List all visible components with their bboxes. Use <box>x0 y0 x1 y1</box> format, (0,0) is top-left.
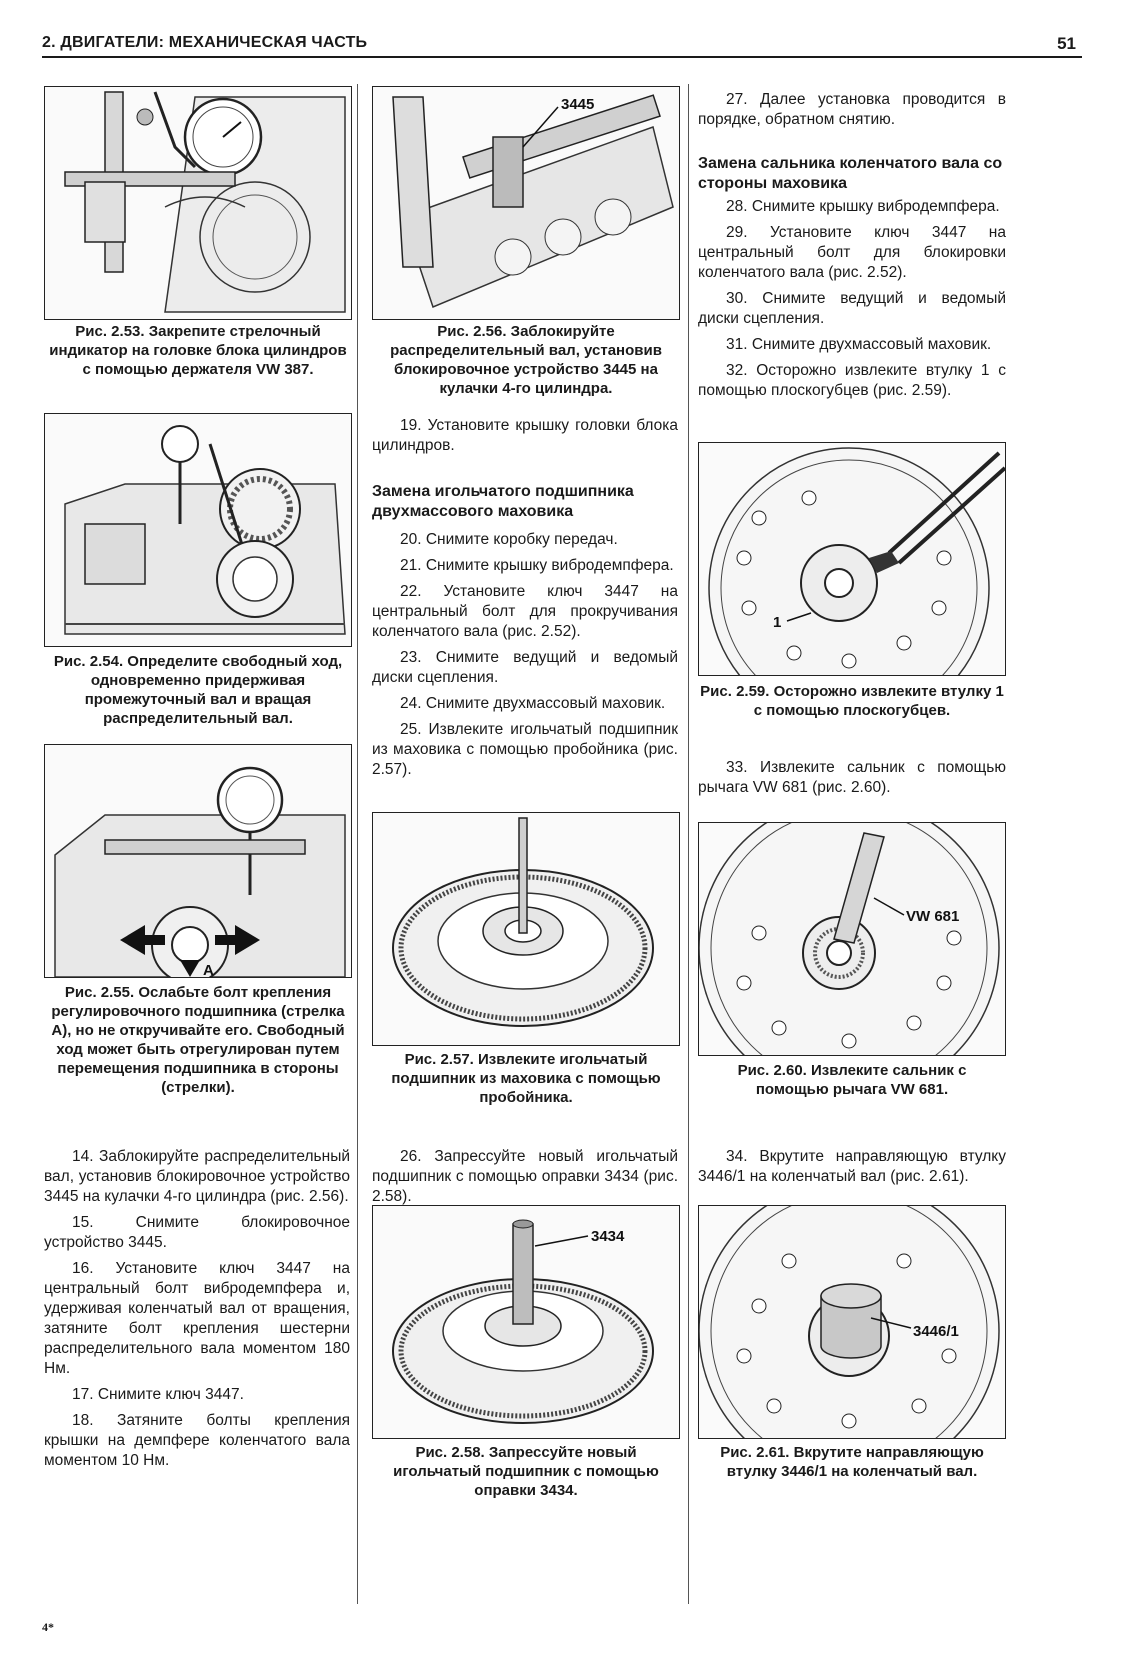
flywheel-press-illustration: 3434 <box>373 1206 679 1438</box>
figure-2-57 <box>372 812 680 1046</box>
step-30: 30. Снимите ведущий и ведомый диски сцеп… <box>698 290 1006 327</box>
camshaft-lock-illustration: 3445 <box>373 87 679 319</box>
signature-mark: 4* <box>42 1620 54 1634</box>
step-18: 18. Затяните болты крепления крышки на д… <box>44 1412 350 1469</box>
col2-text-bottom: 26. Запрессуйте новый игольчатый подшипн… <box>372 1147 678 1213</box>
step-14: 14. Заблокируйте распределительный вал, … <box>44 1148 350 1205</box>
figure-2-54 <box>44 413 352 647</box>
figure-2-55: A <box>44 744 352 978</box>
caption-2-53: Рис. 2.53. Закрепите стрелочный индикато… <box>49 323 347 378</box>
step-21: 21. Снимите крышку вибродемпфера. <box>400 557 674 574</box>
tool-3445-label: 3445 <box>561 96 594 113</box>
col2-text-mid: 20. Снимите коробку передач. 21. Снимите… <box>372 530 678 786</box>
figure-2-58: 3434 <box>372 1205 680 1439</box>
step-27: 27. Далее установка проводится в порядке… <box>698 91 1006 128</box>
col2-text-top: 19. Установите крышку головки блока цили… <box>372 416 678 462</box>
figure-2-53 <box>44 86 352 320</box>
tool-vw681-label: VW 681 <box>906 908 959 925</box>
bearing-adjust-illustration: A <box>45 745 351 977</box>
step-24: 24. Снимите двухмассовый маховик. <box>400 695 666 712</box>
flywheel-bushing-illustration: 1 <box>699 443 1005 675</box>
caption-2-59: Рис. 2.59. Осторожно извлеките втулку 1 … <box>700 683 1004 719</box>
step-28: 28. Снимите крышку вибродемпфера. <box>726 198 1000 215</box>
step-16: 16. Установите ключ 3447 на центральный … <box>44 1260 350 1377</box>
column-divider-2 <box>688 84 689 1604</box>
step-15: 15. Снимите блокировочное устройство 344… <box>44 1214 350 1251</box>
flywheel-punch-illustration <box>373 813 679 1045</box>
step-25: 25. Извлеките игольчатый подшипник из ма… <box>372 721 678 778</box>
step-34: 34. Вкрутите направляющую втулку 3446/1 … <box>698 1148 1006 1185</box>
figure-2-61: 3446/1 <box>698 1205 1006 1439</box>
caption-2-56: Рис. 2.56. Заблокируйте распределительны… <box>390 323 662 397</box>
part-1-label: 1 <box>773 614 781 631</box>
col3-text-mid: 28. Снимите крышку вибродемпфера. 29. Ус… <box>698 197 1006 407</box>
caption-2-57: Рис. 2.57. Извлеките игольчатый подшипни… <box>391 1051 661 1106</box>
step-17: 17. Снимите ключ 3447. <box>72 1386 244 1403</box>
figure-2-59: 1 <box>698 442 1006 676</box>
col1-text: 14. Заблокируйте распределительный вал, … <box>44 1147 350 1477</box>
figure-2-60: VW 681 <box>698 822 1006 1056</box>
guide-bushing-illustration: 3446/1 <box>699 1206 1005 1438</box>
step-33: 33. Извлеките сальник с помощью рычага V… <box>698 759 1006 796</box>
step-19: 19. Установите крышку головки блока цили… <box>372 417 678 454</box>
step-32: 32. Осторожно извлеките втулку 1 с помощ… <box>698 362 1006 399</box>
col3-text-bottom: 34. Вкрутите направляющую втулку 3446/1 … <box>698 1147 1006 1193</box>
col3-text-top: 27. Далее установка проводится в порядке… <box>698 90 1006 136</box>
page-header: 2. ДВИГАТЕЛИ: МЕХАНИЧЕСКАЯ ЧАСТЬ 51 <box>42 32 1082 58</box>
step-22: 22. Установите ключ 3447 на центральный … <box>372 583 678 640</box>
page-number: 51 <box>1057 34 1076 53</box>
section-heading-oil-seal: Замена сальника коленчатого вала со стор… <box>698 155 1003 192</box>
caption-2-55: Рис. 2.55. Ослабьте болт крепления регул… <box>51 984 345 1096</box>
engine-freeplay-illustration <box>45 414 351 646</box>
step-23: 23. Снимите ведущий и ведомый диски сцеп… <box>372 649 678 686</box>
caption-2-58: Рис. 2.58. Запрессуйте новый игольчатый … <box>393 1444 659 1499</box>
caption-2-60: Рис. 2.60. Извлеките сальник с помощью р… <box>737 1062 967 1098</box>
seal-lever-illustration: VW 681 <box>699 823 1005 1055</box>
step-20: 20. Снимите коробку передач. <box>400 531 618 548</box>
section-heading-needle-bearing: Замена игольчатого подшипника двухмассов… <box>372 483 634 520</box>
figure-2-56: 3445 <box>372 86 680 320</box>
column-divider-1 <box>357 84 358 1604</box>
arrow-a-label: A <box>203 962 214 977</box>
caption-2-61: Рис. 2.61. Вкрутите направляющую втулку … <box>720 1444 984 1480</box>
step-26: 26. Запрессуйте новый игольчатый подшипн… <box>372 1148 678 1205</box>
tool-3446-label: 3446/1 <box>913 1323 959 1340</box>
caption-2-54: Рис. 2.54. Определите свободный ход, одн… <box>53 653 343 727</box>
col3-text-lower: 33. Извлеките сальник с помощью рычага V… <box>698 758 1006 804</box>
tool-3434-label: 3434 <box>591 1228 625 1245</box>
step-31: 31. Снимите двухмассовый маховик. <box>726 336 992 353</box>
step-29: 29. Установите ключ 3447 на центральный … <box>698 224 1006 281</box>
chapter-title: 2. ДВИГАТЕЛИ: МЕХАНИЧЕСКАЯ ЧАСТЬ <box>42 34 368 51</box>
engine-indicator-illustration <box>45 87 351 319</box>
